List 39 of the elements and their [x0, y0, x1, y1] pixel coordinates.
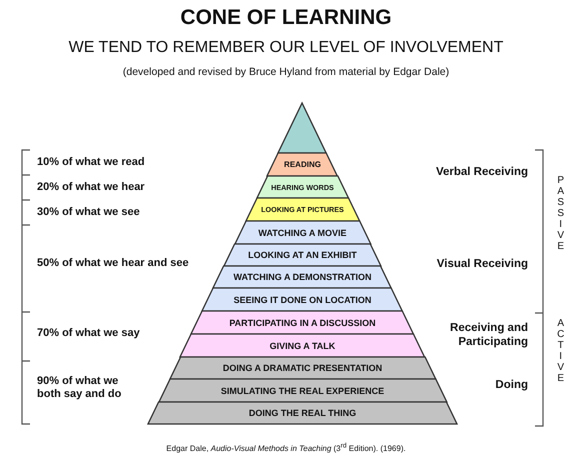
- level-label: WATCHING A MOVIE: [258, 228, 347, 238]
- cone-level: [170, 357, 436, 379]
- vertical-label: ACTIVE: [557, 318, 564, 384]
- title: CONE OF LEARNING: [179, 6, 393, 30]
- side-label: 70% of what we say: [37, 327, 141, 340]
- cone-level: [148, 402, 457, 424]
- caption: Edgar Dale, Audio-Visual Methods in Teaching (3$^{rd}$ Edition). (1969).: [165, 442, 407, 453]
- cone-level: [213, 266, 392, 288]
- side-label: 90% of what we both say and do: [37, 375, 122, 402]
- cone-level: [191, 311, 414, 334]
- side-label: 30% of what we see: [37, 206, 141, 220]
- level-label: GIVING A TALK: [270, 340, 336, 350]
- cone-level: [224, 244, 381, 266]
- subtitle: (developed and revised by Bruce Hyland from material by Edgar Dale): [122, 66, 450, 79]
- level-label: PARTICIPATING IN A DISCUSSION: [229, 318, 376, 328]
- subtitle: WE TEND TO REMEMBER OUR LEVEL OF INVOLVEMENT: [68, 38, 504, 58]
- level-label: LOOKING AT AN EXHIBIT: [248, 250, 357, 260]
- side-label: 20% of what we hear: [37, 181, 146, 194]
- side-label: Receiving and Participating: [449, 322, 528, 350]
- level-label: DOING THE REAL THING: [248, 408, 356, 418]
- level-label: DOING A DRAMATIC PRESENTATION: [222, 363, 382, 373]
- side-label: Visual Receiving: [436, 258, 528, 272]
- cone-level: [180, 334, 425, 357]
- side-label: Doing: [494, 379, 528, 393]
- cone-level: [256, 176, 348, 198]
- cone-level: [158, 379, 446, 402]
- level-label: SIMULATING THE REAL EXPERIENCE: [220, 386, 384, 396]
- side-label: 10% of what we read: [37, 156, 146, 170]
- cone-level: [234, 221, 370, 244]
- side-label: Verbal Receiving: [434, 166, 528, 180]
- cone-level: [267, 153, 338, 176]
- cone-level: [246, 198, 360, 221]
- side-label: 50% of what we hear and see: [37, 257, 190, 270]
- level-label: READING: [284, 160, 321, 169]
- cone-tip: [278, 103, 327, 153]
- level-label: SEEING IT DONE ON LOCATION: [234, 294, 372, 304]
- level-label: WATCHING A DEMONSTRATION: [233, 272, 372, 282]
- cone-level: [202, 288, 403, 311]
- vertical-label: PASSIVE: [557, 175, 564, 252]
